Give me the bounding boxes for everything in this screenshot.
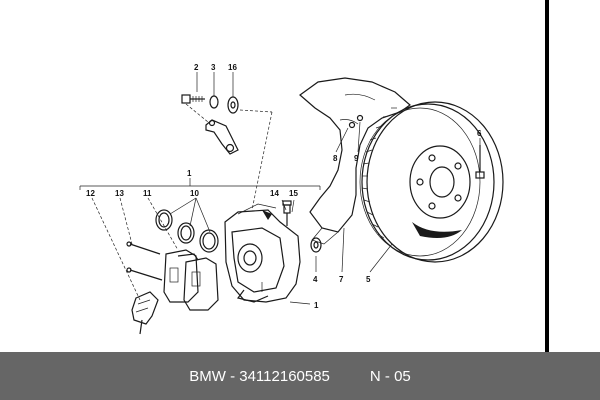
footer-part-number: 34112160585: [239, 367, 330, 385]
label-1-top: 1: [187, 169, 192, 178]
anti-rattle-spring: [131, 291, 159, 335]
bolt-2: [181, 94, 205, 104]
label-14: 14: [270, 189, 279, 198]
label-7: 7: [339, 275, 344, 284]
washer-3: [209, 95, 219, 109]
footer-brand: BMW: [189, 367, 226, 385]
footer-diagram-code: N - 05: [369, 367, 411, 385]
caliper-housing: [224, 203, 301, 303]
retaining-bracket: [205, 119, 239, 155]
part-labels: 1 1 2 3 4 5 6 7 8 9 10 11 12 13 14 15 16: [86, 63, 482, 310]
label-10: 10: [190, 189, 199, 198]
exploded-parts-diagram: 1 1 2 3 4 5 6 7 8 9 10 11 12 13 14 15 16: [79, 63, 504, 335]
brake-pads: [163, 249, 219, 311]
washer-4: [310, 237, 322, 253]
assembly-bracket: [79, 178, 321, 190]
label-11: 11: [143, 189, 152, 198]
label-6: 6: [477, 129, 482, 138]
right-edge-bar: [545, 0, 549, 352]
footer-separator: -: [225, 367, 240, 385]
label-12: 12: [86, 189, 95, 198]
label-1: 1: [314, 301, 319, 310]
footer-bar: BMW - 34112160585 N - 05: [0, 352, 600, 400]
disc-screw: [475, 145, 485, 179]
brake-disc: [359, 101, 504, 263]
label-5: 5: [366, 275, 371, 284]
label-13: 13: [115, 189, 124, 198]
dust-shield: [299, 77, 411, 245]
label-8: 8: [333, 154, 338, 163]
label-15: 15: [289, 189, 298, 198]
label-3: 3: [211, 63, 216, 72]
label-9: 9: [354, 154, 359, 163]
washer-16: [227, 96, 239, 114]
label-16: 16: [228, 63, 237, 72]
piston-seals: [155, 209, 219, 253]
label-4: 4: [313, 275, 318, 284]
label-2: 2: [194, 63, 199, 72]
leader-lines: [91, 72, 481, 305]
guide-pins: [126, 241, 163, 281]
